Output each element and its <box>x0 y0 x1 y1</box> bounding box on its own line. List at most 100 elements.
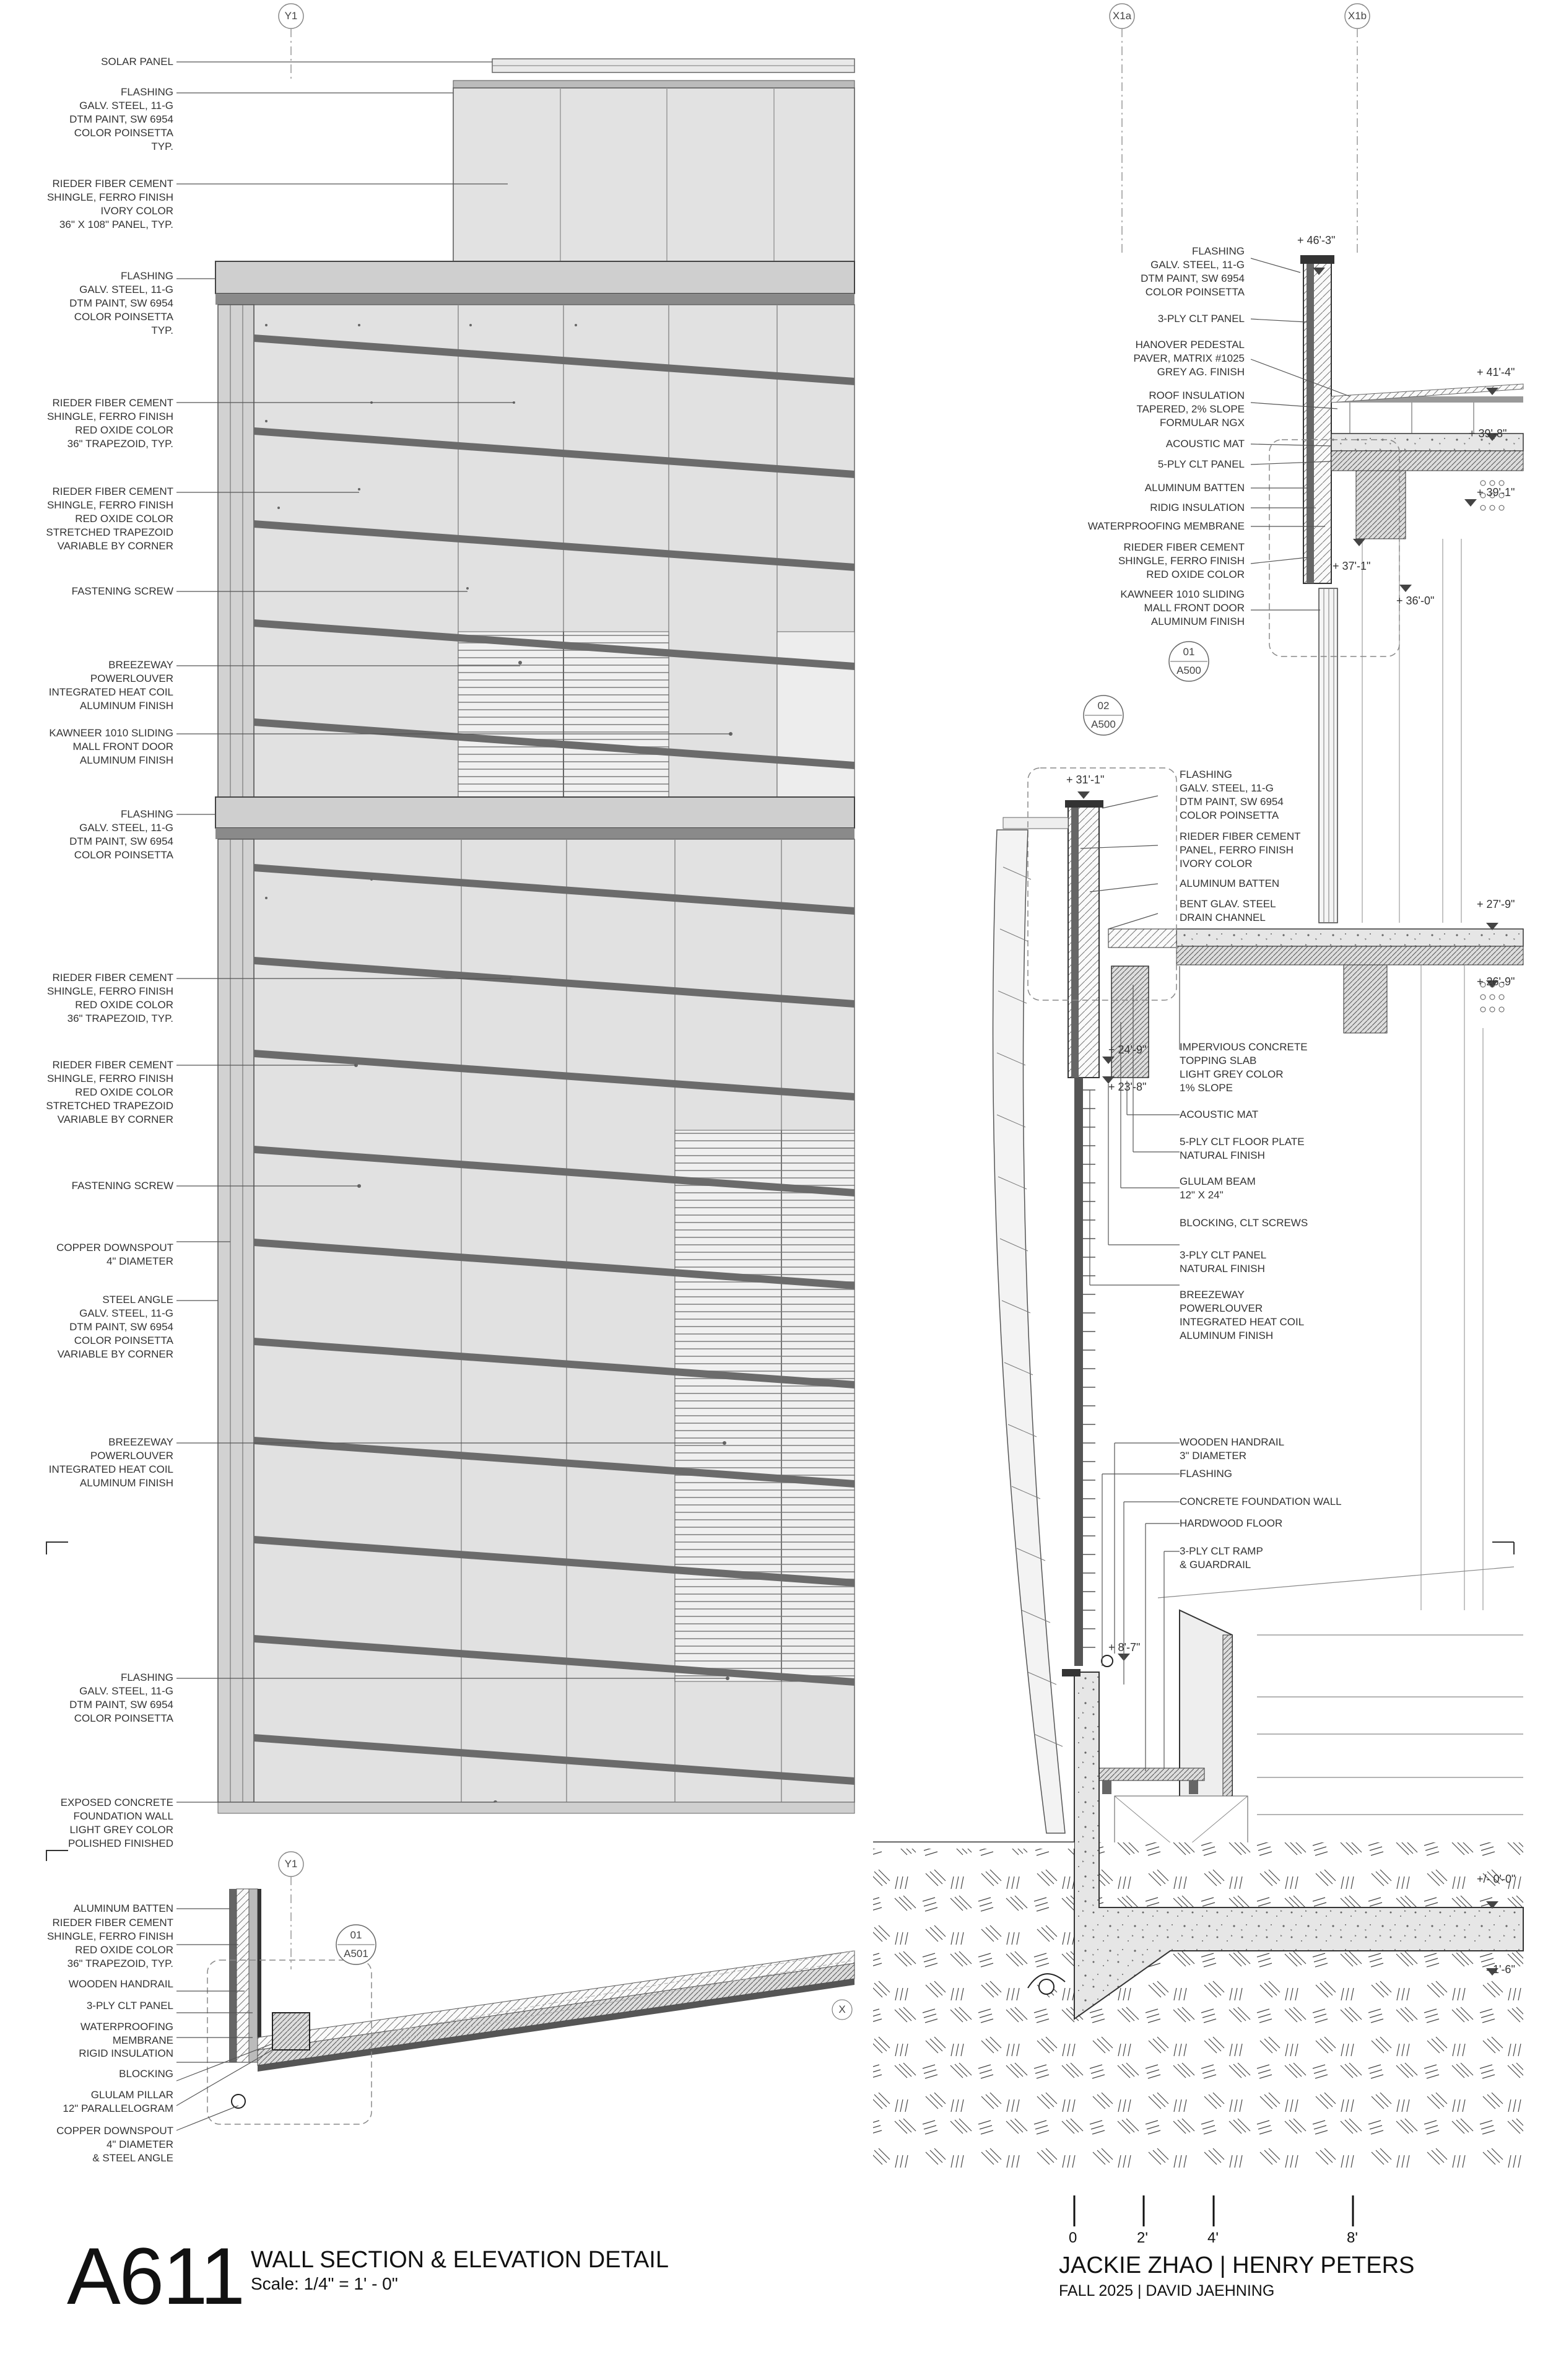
elevation-label-14-line: COLOR POINSETTA <box>74 1335 173 1346</box>
plan-detail <box>46 1850 855 2131</box>
section-label-8: BLOCKING, CLT SCREWS <box>1180 1216 1308 1230</box>
elevation-label-1-line: FLASHING <box>120 86 173 98</box>
roof-label-2-line: PAVER, MATRIX #1025 <box>1133 352 1245 364</box>
elevation-label-4-line: RED OXIDE COLOR <box>75 424 173 436</box>
sheet-title: WALL SECTION & ELEVATION DETAIL <box>251 2247 669 2273</box>
section-label-15: 3-PLY CLT RAMP& GUARDRAIL <box>1180 1545 1263 1572</box>
elevation-label-9-line: GALV. STEEL, 11-G <box>79 822 173 834</box>
section-label-14: HARDWOOD FLOOR <box>1180 1517 1282 1530</box>
detail-ref-plan-sheet: A501 <box>344 1948 368 1959</box>
elevation-label-10-line: SHINGLE, FERRO FINISH <box>46 985 173 997</box>
section-label-14-line: HARDWOOD FLOOR <box>1180 1517 1283 1529</box>
plan-label-8-line: 4" DIAMETER <box>106 2138 173 2150</box>
elevation-label-6-line: FASTENING SCREW <box>71 585 173 597</box>
elevation-label-9-line: DTM PAINT, SW 6954 <box>69 835 173 847</box>
elevation-label-17-line: LIGHT GREY COLOR <box>69 1824 173 1836</box>
plan-label-0: ALUMINUM BATTEN <box>0 1902 173 1916</box>
section-label-12-line: FLASHING <box>1180 1468 1233 1480</box>
roof-label-2-line: GREY AG. FINISH <box>1157 366 1245 378</box>
elevation-label-7-line: ALUMINUM FINISH <box>79 700 173 712</box>
section-label-11-line: 3" DIAMETER <box>1180 1450 1247 1462</box>
level-marker-4: + 37'-1" <box>1333 560 1371 572</box>
elevation-drawing <box>46 3 855 1814</box>
plan-label-1-line: SHINGLE, FERRO FINISH <box>46 1930 173 1942</box>
plan-label-1-line: RIEDER FIBER CEMENT <box>52 1917 173 1929</box>
wall-section-drawing <box>873 3 1524 2171</box>
elevation-label-3-line: DTM PAINT, SW 6954 <box>69 297 173 309</box>
level-marker-2: + 39'-8" <box>1469 427 1507 440</box>
section-label-12: FLASHING <box>1180 1467 1232 1481</box>
elevation-label-17-line: FOUNDATION WALL <box>73 1810 173 1822</box>
section-label-4-line: IMPERVIOUS CONCRETE <box>1180 1041 1308 1053</box>
plan-label-7-line: GLULAM PILLAR <box>90 2089 173 2101</box>
elevation-label-15-line: INTEGRATED HEAT COIL <box>48 1463 173 1475</box>
plan-label-8-line: COPPER DOWNSPOUT <box>56 2125 173 2137</box>
elevation-label-12-line: FASTENING SCREW <box>71 1180 173 1192</box>
level-marker-8: + 26'-9" <box>1477 975 1515 988</box>
elevation-label-5-line: RED OXIDE COLOR <box>75 513 173 525</box>
roof-label-6: ALUMINUM BATTEN <box>1084 481 1245 495</box>
roof-label-5-line: 5-PLY CLT PANEL <box>1157 458 1245 470</box>
plan-label-5: RIGID INSULATION <box>0 2047 173 2060</box>
elevation-label-10-line: RED OXIDE COLOR <box>75 999 173 1011</box>
roof-label-9-line: SHINGLE, FERRO FINISH <box>1118 555 1245 567</box>
section-label-1-line: RIEDER FIBER CEMENT <box>1180 830 1301 842</box>
level-marker-6: + 31'-1" <box>1066 774 1105 786</box>
elevation-label-10-line: 36" TRAPEZOID, TYP. <box>67 1013 173 1024</box>
elevation-label-7-line: BREEZEWAY <box>108 659 173 671</box>
elevation-label-4-line: SHINGLE, FERRO FINISH <box>46 411 173 422</box>
elevation-label-11-line: STRETCHED TRAPEZOID <box>46 1100 173 1112</box>
plan-label-3-line: 3-PLY CLT PANEL <box>86 2000 173 2012</box>
plan-axis-bubble: X <box>838 2003 846 2015</box>
elevation-label-16-line: FLASHING <box>120 1672 173 1683</box>
roof-label-7-line: RIDIG INSULATION <box>1150 502 1245 513</box>
elevation-label-16-line: COLOR POINSETTA <box>74 1712 173 1724</box>
plan-label-6: BLOCKING <box>0 2067 173 2081</box>
section-label-3-line: BENT GLAV. STEEL <box>1180 898 1276 910</box>
roof-label-9-line: RED OXIDE COLOR <box>1146 569 1245 580</box>
roof-label-4: ACOUSTIC MAT <box>1084 437 1245 451</box>
grid-bubble-x1b: X1b <box>1347 10 1367 22</box>
section-label-0-line: GALV. STEEL, 11-G <box>1180 782 1274 794</box>
elevation-label-17-line: POLISHED FINISHED <box>67 1837 173 1849</box>
detail-ref-mid-sheet: A500 <box>1091 718 1116 730</box>
level-marker-3: + 39'-1" <box>1477 486 1515 499</box>
course-info: FALL 2025 | DAVID JAEHNING <box>1059 2282 1275 2299</box>
scale-label-4: 4' <box>1207 2230 1219 2246</box>
roof-label-5: 5-PLY CLT PANEL <box>1084 458 1245 471</box>
section-label-2: ALUMINUM BATTEN <box>1180 877 1279 891</box>
plan-label-1-line: RED OXIDE COLOR <box>75 1944 173 1956</box>
plan-label-0-line: ALUMINUM BATTEN <box>73 1903 173 1914</box>
elevation-label-4-line: RIEDER FIBER CEMENT <box>52 397 173 409</box>
elevation-label-1-line: DTM PAINT, SW 6954 <box>69 113 173 125</box>
section-label-1-line: PANEL, FERRO FINISH <box>1180 844 1294 856</box>
elevation-label-1-line: COLOR POINSETTA <box>74 127 173 139</box>
scale-label-0: 0 <box>1069 2230 1077 2246</box>
elevation-label-3-line: FLASHING <box>120 270 173 282</box>
level-marker-13: - 1'-6" <box>1486 1963 1515 1976</box>
elevation-label-12: FASTENING SCREW <box>0 1179 173 1193</box>
section-label-3-line: DRAIN CHANNEL <box>1180 912 1266 923</box>
roof-label-3-line: TAPERED, 2% SLOPE <box>1136 403 1245 415</box>
plan-label-1-line: 36" TRAPEZOID, TYP. <box>67 1958 173 1969</box>
elevation-label-4: RIEDER FIBER CEMENT SHINGLE, FERRO FINISH… <box>0 396 173 451</box>
plan-label-4-line: WATERPROOFING <box>80 2021 173 2033</box>
section-label-10-line: INTEGRATED HEAT COIL <box>1180 1316 1305 1328</box>
authors: JACKIE ZHAO | HENRY PETERS <box>1059 2252 1415 2278</box>
elevation-label-15-line: ALUMINUM FINISH <box>79 1477 173 1489</box>
roof-label-7: RIDIG INSULATION <box>1084 501 1245 515</box>
